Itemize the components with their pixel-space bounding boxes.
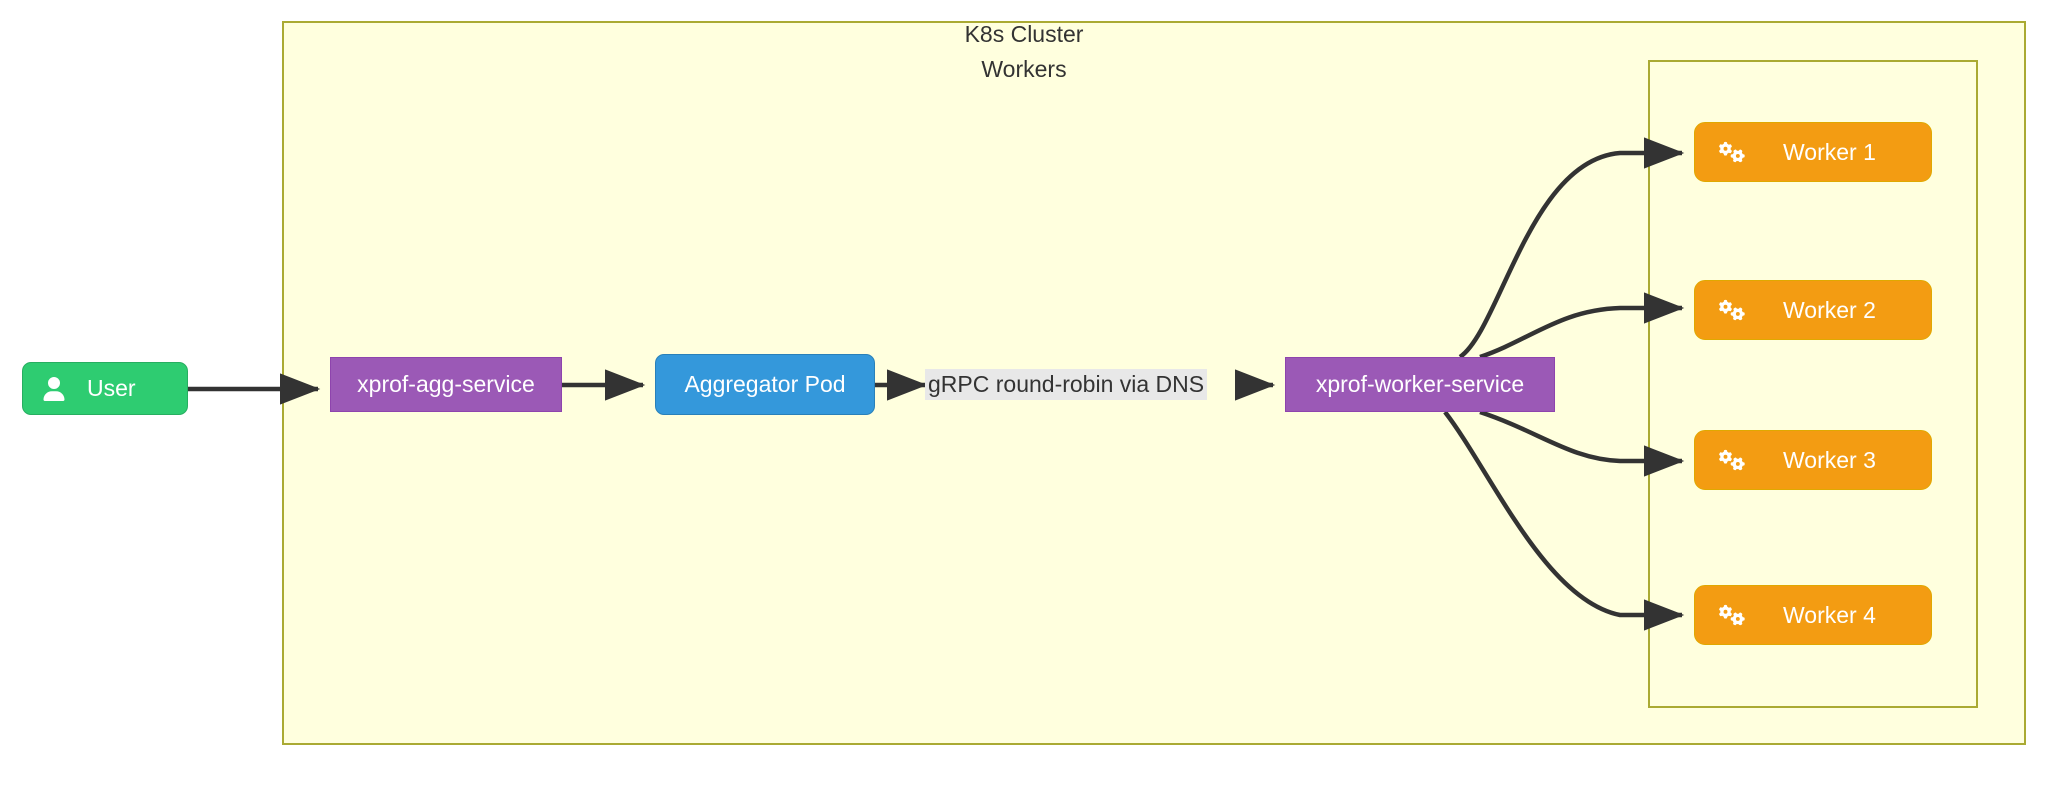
node-user[interactable]: User xyxy=(22,362,188,415)
node-worker-4-label: Worker 4 xyxy=(1783,601,1876,628)
node-worker-4[interactable]: Worker 4 xyxy=(1694,585,1932,645)
node-xprof-agg-service-label: xprof-agg-service xyxy=(357,371,535,397)
edge-label-grpc-round-robin: gRPC round-robin via DNS xyxy=(925,369,1208,400)
node-worker-1[interactable]: Worker 1 xyxy=(1694,122,1932,182)
cluster-title-k8s: K8s Cluster xyxy=(964,21,1084,47)
edge-worker-service-to-worker-2 xyxy=(1479,292,1685,360)
edge-worker-service-to-worker-4 xyxy=(1443,410,1685,631)
cogs-icon xyxy=(1719,140,1745,164)
cogs-icon xyxy=(1719,298,1745,322)
cogs-icon xyxy=(1719,448,1745,472)
node-aggregator-pod[interactable]: Aggregator Pod xyxy=(655,354,875,415)
node-xprof-worker-service-label: xprof-worker-service xyxy=(1315,371,1525,397)
cogs-icon xyxy=(1719,603,1745,627)
node-worker-2-label: Worker 2 xyxy=(1783,296,1876,323)
node-worker-3-label: Worker 3 xyxy=(1783,446,1876,473)
node-worker-3[interactable]: Worker 3 xyxy=(1694,430,1932,490)
node-aggregator-pod-label: Aggregator Pod xyxy=(684,371,846,397)
node-user-label: User xyxy=(87,375,136,401)
node-worker-2[interactable]: Worker 2 xyxy=(1694,280,1932,340)
node-xprof-agg-service[interactable]: xprof-agg-service xyxy=(330,357,562,412)
node-xprof-worker-service[interactable]: xprof-worker-service xyxy=(1285,357,1555,412)
user-icon xyxy=(43,376,65,401)
edge-worker-service-to-worker-1 xyxy=(1458,137,1685,359)
cluster-title-workers: Workers xyxy=(981,56,1067,82)
node-worker-1-label: Worker 1 xyxy=(1783,138,1876,165)
edge-worker-service-to-worker-3 xyxy=(1479,409,1685,477)
